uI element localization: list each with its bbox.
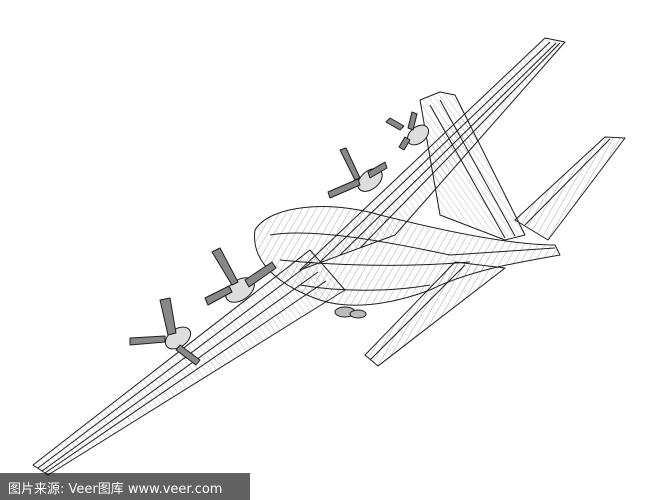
propeller-right-outer xyxy=(385,111,418,151)
right-stabilizer xyxy=(514,136,626,241)
fuselage xyxy=(254,206,561,306)
propeller-left-inner xyxy=(204,247,277,306)
vertical-tail xyxy=(419,91,526,241)
watermark-text: 图片来源: Veer图库 www.veer.com xyxy=(8,482,223,497)
propeller-right-inner xyxy=(327,147,388,199)
landing-gear xyxy=(334,306,367,319)
propeller-left-outer xyxy=(129,297,201,366)
left-stabilizer xyxy=(364,261,506,367)
watermark-bar: 图片来源: Veer图库 www.veer.com xyxy=(0,473,250,500)
